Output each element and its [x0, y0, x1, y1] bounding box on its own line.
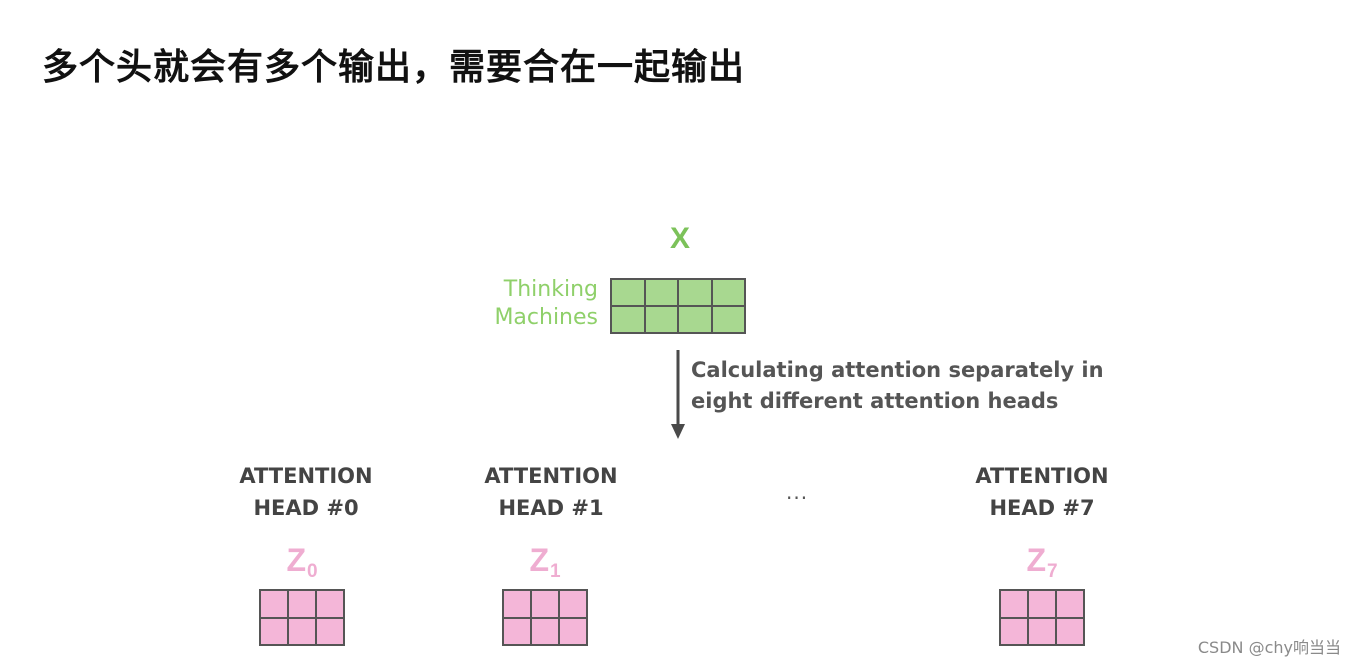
matrix-cell	[611, 306, 645, 333]
input-matrix-x	[610, 278, 746, 334]
matrix-cell	[260, 590, 288, 618]
word-label-thinking: Thinking	[503, 277, 598, 302]
head-label-line-1: ATTENTION	[239, 464, 373, 488]
arrow-caption: Calculating attention separately in eigh…	[691, 355, 1104, 417]
head-label-line-2: HEAD #1	[498, 496, 604, 520]
z-letter: Z	[286, 542, 306, 578]
matrix-cell	[316, 590, 344, 618]
word-label-machines: Machines	[494, 305, 598, 330]
down-arrow-icon	[671, 350, 685, 439]
z-letter: Z	[529, 542, 549, 578]
z-subscript: 1	[549, 561, 561, 582]
matrix-cell	[288, 617, 316, 645]
matrix-cell	[644, 306, 678, 333]
z-subscript: 0	[306, 561, 318, 582]
matrix-cell	[678, 306, 712, 333]
matrix-cell	[1000, 617, 1028, 645]
matrix-cell	[288, 590, 316, 618]
arrow-caption-line-2: eight different attention heads	[691, 389, 1059, 413]
matrix-cell	[531, 590, 559, 618]
head-label-line-1: ATTENTION	[975, 464, 1109, 488]
input-matrix-label: X	[669, 222, 690, 255]
output-z7-label: Z7	[1012, 542, 1072, 582]
z-letter: Z	[1026, 542, 1046, 578]
matrix-cell	[1056, 590, 1084, 618]
matrix-cell	[531, 617, 559, 645]
matrix-cell	[503, 590, 531, 618]
matrix-cell	[559, 590, 587, 618]
output-matrix-z7	[999, 589, 1085, 646]
matrix-cell	[711, 279, 745, 306]
output-z0-label: Z0	[272, 542, 332, 582]
matrix-cell	[559, 617, 587, 645]
heads-ellipsis: ...	[786, 480, 809, 504]
attention-head-0-label: ATTENTION HEAD #0	[216, 460, 396, 524]
arrow-caption-line-1: Calculating attention separately in	[691, 358, 1104, 382]
z-subscript: 7	[1046, 561, 1058, 582]
matrix-cell	[1028, 617, 1056, 645]
input-word-labels: Thinking Machines	[470, 276, 598, 332]
matrix-cell	[611, 279, 645, 306]
attention-head-1-label: ATTENTION HEAD #1	[461, 460, 641, 524]
output-matrix-z0	[259, 589, 345, 646]
matrix-cell	[503, 617, 531, 645]
head-label-line-2: HEAD #7	[989, 496, 1095, 520]
watermark: CSDN @chy响当当	[1197, 638, 1341, 657]
matrix-cell	[644, 279, 678, 306]
head-label-line-1: ATTENTION	[484, 464, 618, 488]
head-label-line-2: HEAD #0	[253, 496, 359, 520]
matrix-cell	[1000, 590, 1028, 618]
matrix-cell	[260, 617, 288, 645]
matrix-cell	[1028, 590, 1056, 618]
matrix-cell	[316, 617, 344, 645]
page-title: 多个头就会有多个输出，需要合在一起输出	[42, 47, 746, 88]
output-matrix-z1	[502, 589, 588, 646]
attention-head-7-label: ATTENTION HEAD #7	[952, 460, 1132, 524]
output-z1-label: Z1	[515, 542, 575, 582]
matrix-cell	[678, 279, 712, 306]
matrix-cell	[1056, 617, 1084, 645]
matrix-cell	[711, 306, 745, 333]
